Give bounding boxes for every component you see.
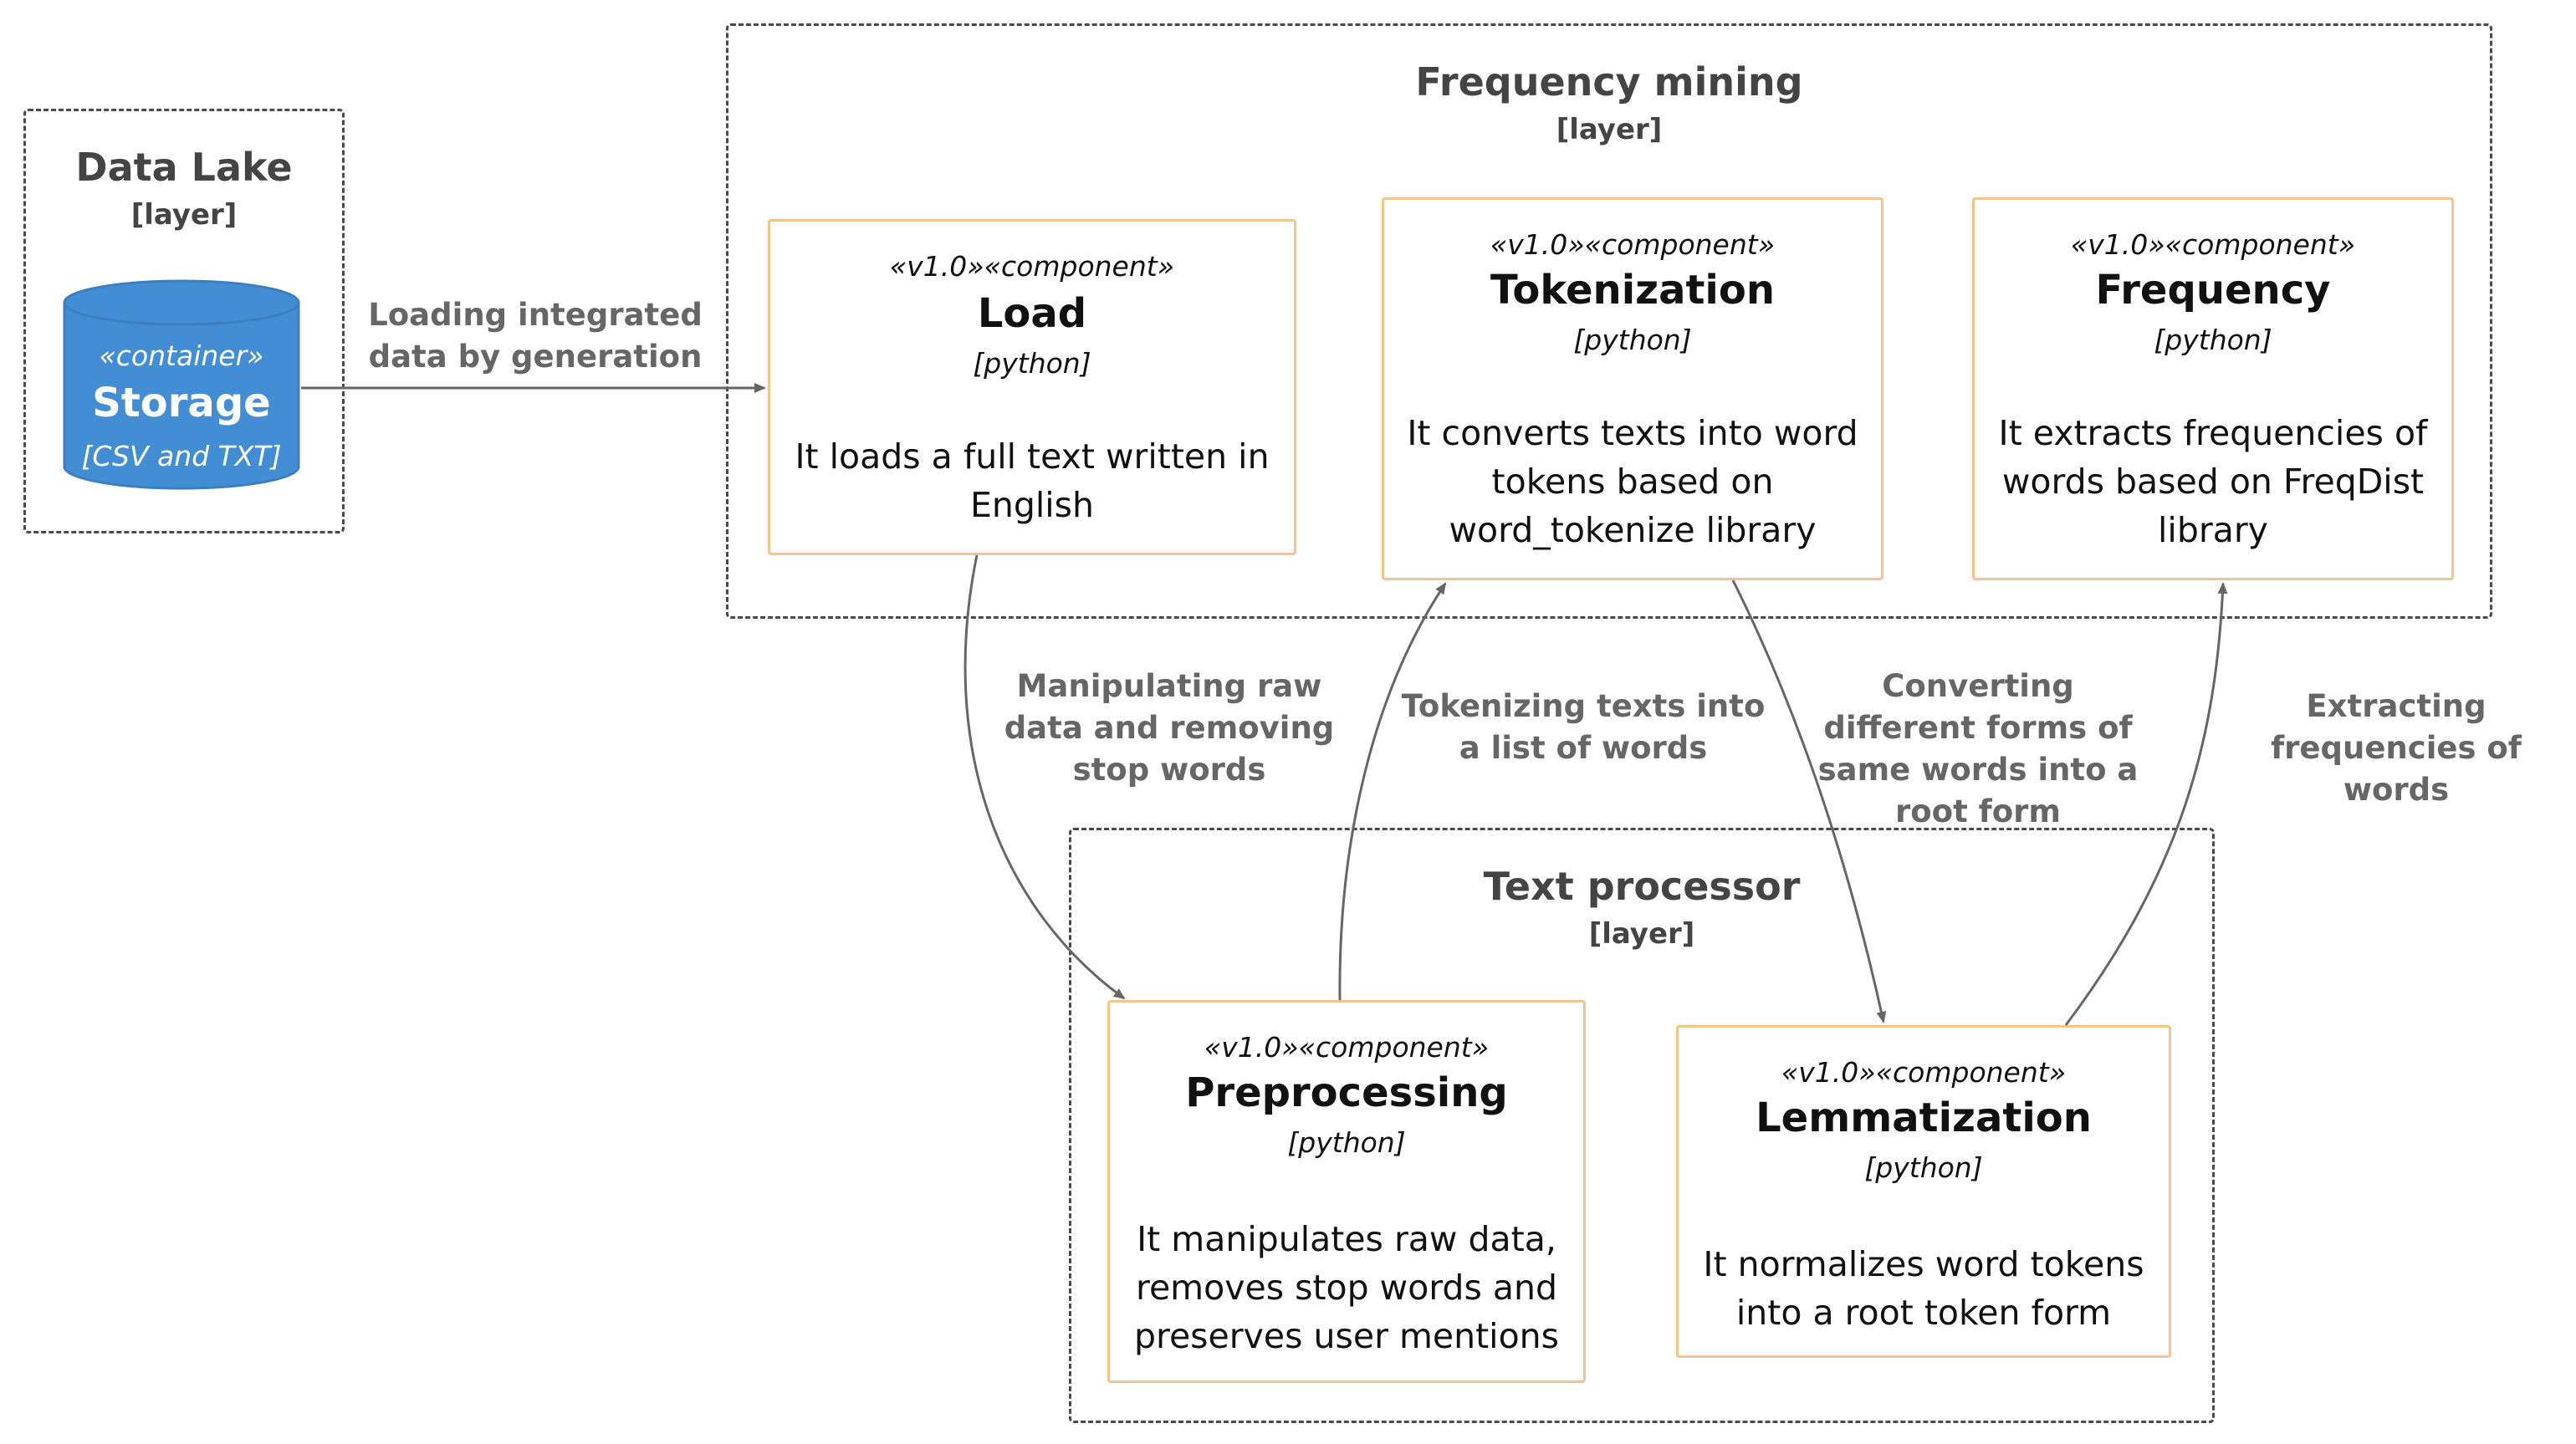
lemmatization-name: Lemmatization — [1756, 1094, 2092, 1141]
frequency-mining-layer: Frequency mining [layer] — [726, 23, 2492, 619]
load-stereotype: «v1.0»«component» — [889, 250, 1175, 283]
lemmatization-component[interactable]: «v1.0»«component» Lemmatization [python]… — [1676, 1025, 2171, 1358]
arrow-load-to-preprocessing — [963, 554, 1126, 1000]
arrow-preprocessing-to-tokenization — [1338, 582, 1447, 1001]
preprocessing-component[interactable]: «v1.0»«component» Preprocessing [python]… — [1107, 1000, 1586, 1383]
text-processor-layer-title: Text processor — [1483, 864, 1801, 909]
storage-stereotype: «container» — [99, 339, 264, 372]
label-tokenization-to-lemmatization: Converting different forms of same words… — [1817, 668, 2139, 829]
data-lake-layer-tag: [layer] — [130, 198, 238, 232]
text-processor-layer-tag: [layer] — [1588, 917, 1695, 951]
tokenization-name: Tokenization — [1490, 267, 1776, 314]
database-icon — [63, 279, 300, 490]
load-description: It loads a full text written in English — [795, 436, 1270, 525]
data-lake-layer: Data Lake [layer] — [23, 109, 345, 533]
storage-container[interactable]: «container» Storage [CSV and TXT] — [62, 279, 301, 493]
arrow-tokenization-to-lemmatization — [1731, 579, 1887, 1023]
load-component[interactable]: «v1.0»«component» Load [python] It loads… — [768, 219, 1296, 555]
frequency-technology: [python] — [2154, 324, 2272, 356]
label-preprocessing-to-tokenization: Tokenizing texts into a list of words — [1401, 688, 1766, 766]
lemmatization-technology: [python] — [1864, 1151, 1983, 1184]
tokenization-component[interactable]: «v1.0»«component» Tokenization [python] … — [1382, 197, 1883, 580]
load-name: Load — [977, 290, 1087, 337]
preprocessing-technology: [python] — [1287, 1126, 1406, 1159]
tokenization-description: It converts texts into word tokens based… — [1407, 413, 1858, 550]
label-lemmatization-to-frequency: Extracting frequencies of words — [2271, 688, 2522, 808]
storage-technology: [CSV and TXT] — [81, 440, 282, 472]
frequency-name: Frequency — [2095, 267, 2331, 314]
label-load-to-preprocessing: Manipulating raw data and removing stop … — [1004, 668, 1335, 788]
preprocessing-name: Preprocessing — [1185, 1069, 1508, 1116]
frequency-mining-layer-tag: [layer] — [1556, 113, 1663, 146]
frequency-component[interactable]: «v1.0»«component» Frequency [python] It … — [1972, 197, 2454, 580]
label-storage-to-load: Loading integrated data by generation — [368, 297, 703, 375]
storage-name: Storage — [92, 380, 271, 426]
load-technology: [python] — [973, 347, 1091, 380]
frequency-mining-layer-title: Frequency mining — [1415, 59, 1803, 105]
text-processor-layer: Text processor [layer] — [1069, 828, 2215, 1423]
tokenization-technology: [python] — [1573, 324, 1692, 356]
preprocessing-description: It manipulates raw data, removes stop wo… — [1133, 1219, 1560, 1356]
tokenization-stereotype: «v1.0»«component» — [1490, 228, 1776, 261]
data-lake-layer-title: Data Lake — [75, 145, 293, 190]
preprocessing-stereotype: «v1.0»«component» — [1204, 1031, 1490, 1064]
frequency-description: It extracts frequencies of words based o… — [1998, 413, 2428, 550]
frequency-stereotype: «v1.0»«component» — [2070, 228, 2356, 261]
lemmatization-stereotype: «v1.0»«component» — [1781, 1056, 2067, 1089]
arrow-lemmatization-to-frequency — [2064, 582, 2228, 1026]
lemmatization-description: It normalizes word tokens into a root to… — [1703, 1244, 2144, 1333]
